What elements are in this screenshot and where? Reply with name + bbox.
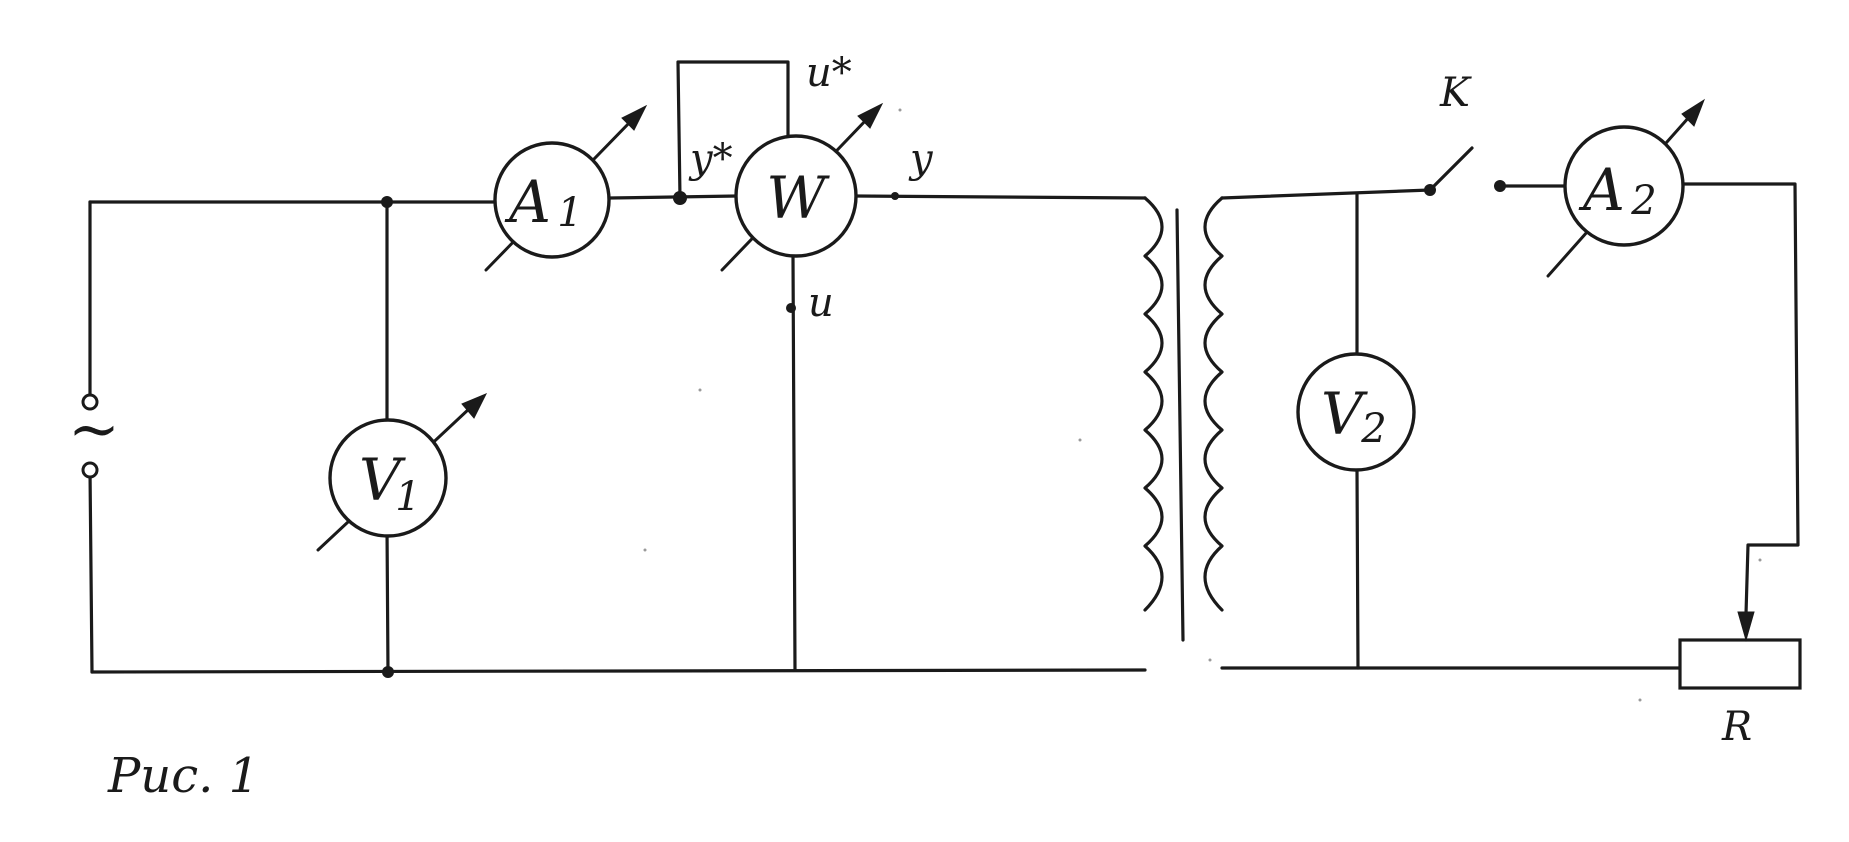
wire-voltage-link — [676, 60, 790, 200]
figure-caption: Рис. 1 — [107, 748, 259, 804]
junction-voltage-terminal — [786, 303, 796, 313]
wattmeter-w: W — [720, 102, 884, 272]
a1-arrow-head — [621, 104, 648, 131]
wire-bottom-rail — [90, 668, 1147, 674]
a2-subscript: 2 — [1630, 178, 1656, 224]
v2-letter: V — [1321, 380, 1368, 448]
secondary-winding — [1203, 196, 1224, 612]
ammeter-a1: A 1 — [484, 104, 648, 272]
wire-v1-bottom — [385, 526, 390, 674]
source-terminal-bottom — [81, 461, 99, 479]
wire-w-to-transformer — [854, 194, 1147, 200]
a1-subscript: 1 — [557, 190, 582, 236]
v1-arrow-head — [461, 393, 488, 419]
switch-blade — [1428, 146, 1474, 192]
ammeter-a2: A 2 — [1546, 98, 1706, 278]
junction-current-out — [891, 192, 899, 200]
wire-source-bottom — [88, 468, 94, 674]
label-resistor-r: R — [1721, 704, 1752, 750]
junction-v1-top — [381, 196, 393, 208]
a2-arrow-head — [1681, 98, 1706, 127]
voltmeter-v1: V 1 — [316, 393, 488, 552]
transformer-core-line — [1175, 208, 1185, 642]
rheostat — [1678, 638, 1802, 690]
label-i: y — [908, 136, 934, 182]
primary-winding — [1143, 196, 1164, 612]
a1-letter: A — [504, 168, 551, 236]
w-circle — [734, 134, 858, 258]
switch-contact-left — [1424, 184, 1436, 196]
source-symbol: ~ — [68, 392, 120, 465]
voltmeter-v2: V 2 — [1296, 352, 1416, 472]
junction-v1-bottom — [382, 666, 394, 678]
wire-a2-right — [1681, 182, 1800, 616]
label-u-star: u* — [806, 50, 852, 96]
paper-specks — [643, 108, 1762, 702]
v1-letter: V — [359, 446, 406, 514]
source-terminal-top — [81, 393, 99, 411]
a2-circle — [1563, 125, 1685, 247]
v1-circle — [328, 418, 448, 538]
v1-subscript: 1 — [395, 474, 420, 520]
wire-w-voltage-branch — [791, 254, 797, 672]
label-switch-k: K — [1439, 70, 1472, 116]
label-u: u — [808, 280, 834, 326]
v2-subscript: 2 — [1360, 406, 1386, 452]
label-i-star: y* — [688, 136, 733, 182]
w-arrow-head — [857, 102, 884, 129]
v2-circle — [1296, 352, 1416, 472]
wire-v2-bottom — [1355, 468, 1360, 670]
w-letter: W — [766, 164, 830, 232]
wire-secondary-top — [1220, 188, 1432, 200]
rheostat-slider-arrow — [1737, 611, 1755, 642]
junction-current-coil — [673, 191, 687, 205]
a2-letter: A — [1578, 156, 1625, 224]
a1-circle — [493, 141, 611, 259]
